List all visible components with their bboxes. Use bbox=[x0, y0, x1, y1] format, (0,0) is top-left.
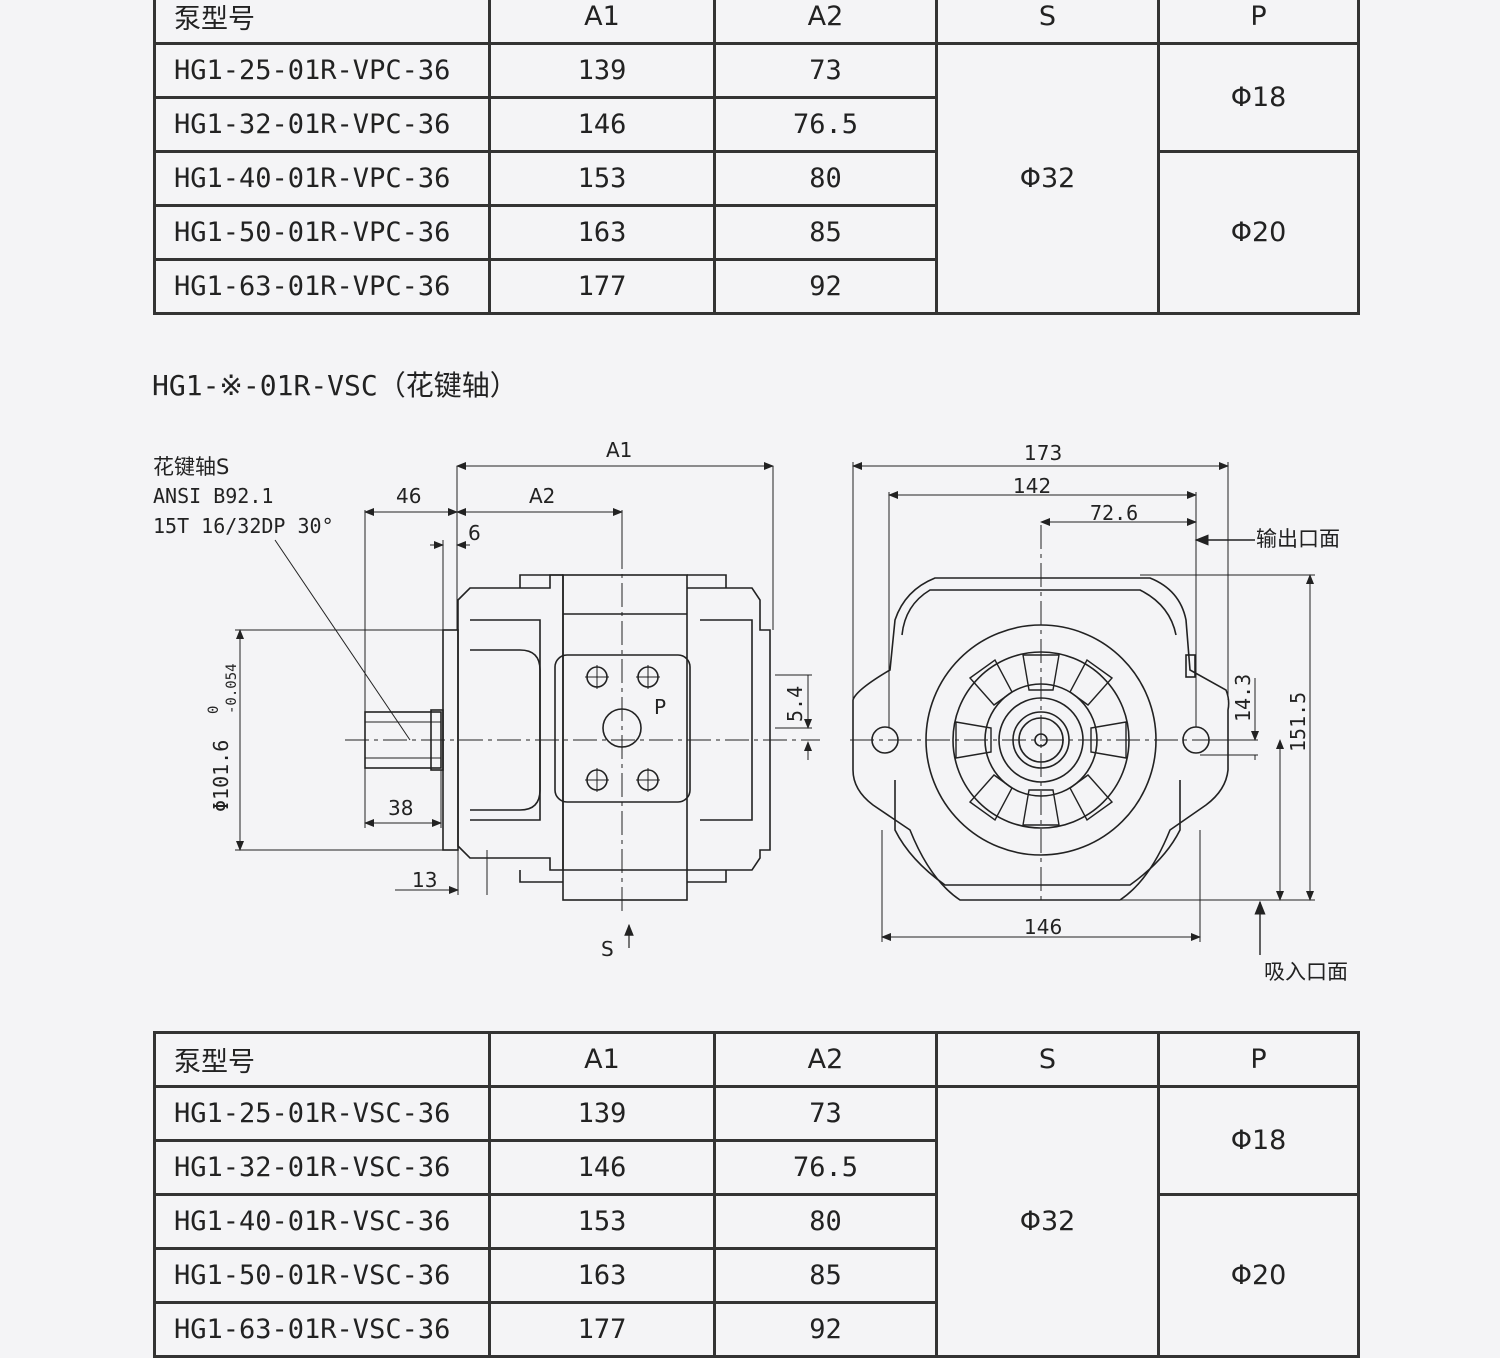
cell-a1: 139 bbox=[488, 42, 716, 99]
table-row: HG1-40-01R-VSC-36 153 80 Φ20 bbox=[153, 1193, 1360, 1358]
cell-a2: 92 bbox=[713, 258, 938, 315]
port-p-label: P bbox=[654, 695, 666, 719]
cell-model: HG1-63-01R-VPC-36 bbox=[153, 258, 491, 315]
dim-diameter-label: Φ101.6 0 -0.054 bbox=[206, 663, 240, 812]
table-row: HG1-63-01R-VPC-36 177 92 bbox=[153, 258, 1359, 315]
cell-p: Φ20 bbox=[1157, 1193, 1360, 1358]
dim-a1-label: A1 bbox=[606, 438, 632, 462]
header-a2: A2 bbox=[713, 0, 938, 45]
header-model: 泵型号 bbox=[153, 1031, 491, 1088]
header-a1: A1 bbox=[488, 1031, 716, 1088]
port-s-label: S bbox=[601, 937, 614, 961]
header-a2: A2 bbox=[713, 1031, 938, 1088]
spline-note-line3: 15T 16/32DP 30° bbox=[153, 514, 334, 538]
cell-model: HG1-25-01R-VPC-36 bbox=[153, 42, 491, 99]
spline-note-line1: 花键轴S bbox=[153, 455, 229, 479]
cell-p: Φ18 bbox=[1157, 42, 1360, 153]
table-row: HG1-32-01R-VSC-36 146 76.5 bbox=[153, 1139, 1359, 1196]
spec-table-vsc: 泵型号 A1 A2 S P HG1-25-01R-VSC-36 139 73 Φ… bbox=[153, 1031, 1360, 1358]
dim-72-6-label: 72.6 bbox=[1090, 501, 1138, 525]
cell-a2: 76.5 bbox=[713, 1139, 938, 1196]
table-row: HG1-25-01R-VPC-36 139 73 Φ32 Φ18 bbox=[153, 42, 1360, 315]
diameter-value: Φ101.6 bbox=[209, 740, 233, 812]
cell-a1: 139 bbox=[488, 1085, 716, 1142]
dim-151-5-label: 151.5 bbox=[1286, 692, 1310, 752]
diameter-tol-upper: 0 bbox=[206, 706, 222, 714]
dim-14-3-label: 14.3 bbox=[1231, 674, 1255, 722]
cell-p: Φ20 bbox=[1157, 150, 1360, 315]
cell-model: HG1-40-01R-VPC-36 bbox=[153, 150, 491, 207]
dim-146-label: 146 bbox=[1024, 915, 1062, 939]
side-view-labels: 花键轴S ANSI B92.1 15T 16/32DP 30° A1 A2 46… bbox=[153, 438, 807, 961]
cell-a2: 80 bbox=[713, 150, 938, 207]
cell-p: Φ18 bbox=[1157, 1085, 1360, 1196]
dim-6-label: 6 bbox=[468, 521, 481, 545]
technical-drawing: 花键轴S ANSI B92.1 15T 16/32DP 30° A1 A2 46… bbox=[153, 438, 1348, 984]
dim-38-label: 38 bbox=[388, 796, 413, 820]
cell-a1: 163 bbox=[488, 1247, 716, 1304]
cell-a2: 92 bbox=[713, 1301, 938, 1358]
cell-a2: 85 bbox=[713, 204, 938, 261]
cell-a1: 163 bbox=[488, 204, 716, 261]
cell-model: HG1-25-01R-VSC-36 bbox=[153, 1085, 491, 1142]
header-p: P bbox=[1157, 0, 1360, 45]
side-view bbox=[235, 462, 820, 948]
cell-a1: 177 bbox=[488, 1301, 716, 1358]
table-row: HG1-32-01R-VPC-36 146 76.5 bbox=[153, 96, 1359, 153]
header-p: P bbox=[1157, 1031, 1360, 1088]
front-view bbox=[850, 462, 1315, 955]
cell-a2: 85 bbox=[713, 1247, 938, 1304]
dim-173-label: 173 bbox=[1024, 441, 1062, 465]
header-a1: A1 bbox=[488, 0, 716, 45]
table-row: HG1-50-01R-VPC-36 163 85 bbox=[153, 204, 1359, 261]
dim-5-4-label: 5.4 bbox=[783, 686, 807, 722]
spline-note-line2: ANSI B92.1 bbox=[153, 484, 273, 508]
cell-s: Φ32 bbox=[935, 1085, 1160, 1358]
dim-a2-label: A2 bbox=[529, 484, 555, 508]
table-row: HG1-40-01R-VPC-36 153 80 Φ20 bbox=[153, 150, 1360, 315]
outlet-face-label: 输出口面 bbox=[1256, 527, 1340, 551]
cell-model: HG1-63-01R-VSC-36 bbox=[153, 1301, 491, 1358]
inlet-face-label: 吸入口面 bbox=[1264, 960, 1348, 984]
cell-model: HG1-50-01R-VPC-36 bbox=[153, 204, 491, 261]
header-model: 泵型号 bbox=[153, 0, 491, 45]
dim-13-label: 13 bbox=[412, 868, 437, 892]
cell-model: HG1-32-01R-VSC-36 bbox=[153, 1139, 491, 1196]
header-s: S bbox=[935, 1031, 1160, 1088]
dim-46-label: 46 bbox=[396, 484, 421, 508]
cell-a2: 80 bbox=[713, 1193, 938, 1250]
cell-s: Φ32 bbox=[935, 42, 1160, 315]
cell-a1: 146 bbox=[488, 1139, 716, 1196]
header-s: S bbox=[935, 0, 1160, 45]
cell-a1: 153 bbox=[488, 1193, 716, 1250]
cell-a2: 73 bbox=[713, 42, 938, 99]
cell-model: HG1-50-01R-VSC-36 bbox=[153, 1247, 491, 1304]
diameter-tol-lower: -0.054 bbox=[224, 663, 240, 714]
front-view-labels: 173 142 72.6 146 14.3 151.5 输出口面 吸入口面 bbox=[1013, 441, 1348, 984]
cell-model: HG1-32-01R-VPC-36 bbox=[153, 96, 491, 153]
cell-model: HG1-40-01R-VSC-36 bbox=[153, 1193, 491, 1250]
cell-a1: 146 bbox=[488, 96, 716, 153]
dim-142-label: 142 bbox=[1013, 474, 1051, 498]
table-row: HG1-25-01R-VSC-36 139 73 Φ32 Φ18 bbox=[153, 1085, 1360, 1358]
cell-a2: 76.5 bbox=[713, 96, 938, 153]
table-row: HG1-50-01R-VSC-36 163 85 bbox=[153, 1247, 1359, 1304]
spec-table-vpc: 泵型号 A1 A2 S P HG1-25-01R-VPC-36 139 73 Φ… bbox=[153, 0, 1360, 315]
section-title: HG1-※-01R-VSC（花键轴） bbox=[152, 369, 518, 402]
cell-a2: 73 bbox=[713, 1085, 938, 1142]
cell-a1: 177 bbox=[488, 258, 716, 315]
cell-a1: 153 bbox=[488, 150, 716, 207]
